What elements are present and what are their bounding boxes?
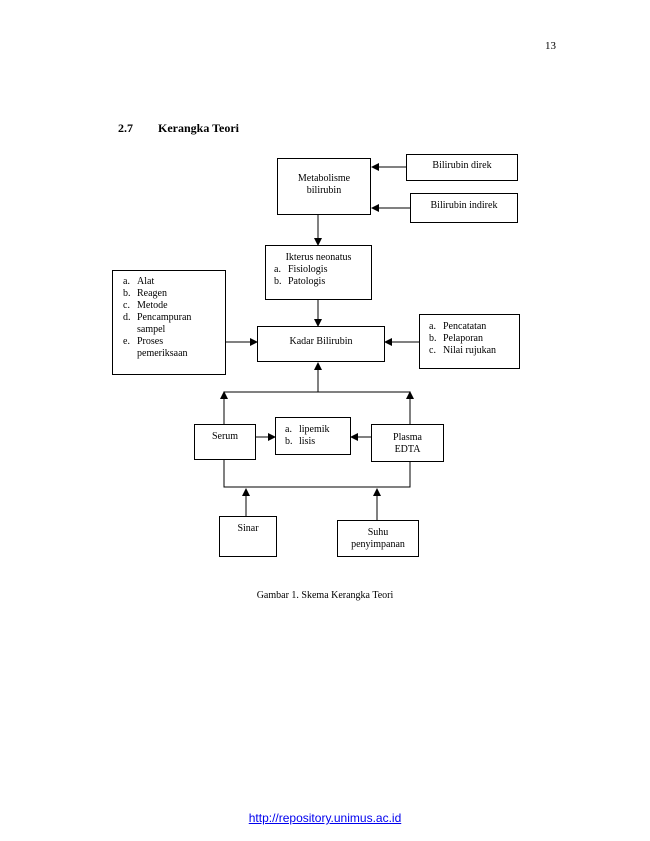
list-item: b.Reagen: [123, 288, 167, 299]
list-item: a.lipemik: [285, 424, 330, 435]
left-factors-box: a.Alat b.Reagen c.Metode d.Pencampuran s…: [112, 270, 226, 375]
bilirubin-indirek-box: Bilirubin indirek: [410, 193, 518, 223]
ikterus-neonatus-box: Ikterus neonatus a.Fisiologis b.Patologi…: [265, 245, 372, 300]
list-item: c.Metode: [123, 300, 168, 311]
bilirubin-direk-box: Bilirubin direk: [406, 154, 518, 181]
list-item: b.Pelaporan: [429, 333, 483, 344]
suhu-penyimpanan-box: Suhu penyimpanan: [337, 520, 419, 557]
right-factors-box: a.Pencatatan b.Pelaporan c.Nilai rujukan: [419, 314, 520, 369]
list-item: a.Pencatatan: [429, 321, 487, 332]
metabolisme-bilirubin-box: Metabolisme bilirubin: [277, 158, 371, 215]
plasma-edta-box: Plasma EDTA: [371, 424, 444, 462]
figure-caption: Gambar 1. Skema Kerangka Teori: [256, 590, 394, 601]
list-item: b.Patologis: [274, 276, 326, 287]
list-item: a.Fisiologis: [274, 264, 328, 275]
list-item: d.Pencampuran sampel: [123, 312, 192, 335]
list-item: e.Proses pemeriksaan: [123, 336, 188, 359]
serum-box: Serum: [194, 424, 256, 460]
kadar-bilirubin-box: Kadar Bilirubin: [257, 326, 385, 362]
sinar-box: Sinar: [219, 516, 277, 557]
lipemik-lisis-box: a.lipemik b.lisis: [275, 417, 351, 455]
list-item: a.Alat: [123, 276, 155, 287]
section-number: 2.7: [118, 121, 133, 135]
list-item: c.Nilai rujukan: [429, 345, 497, 356]
section-title: Kerangka Teori: [158, 121, 240, 135]
page-number: 13: [545, 40, 556, 52]
list-item: b.lisis: [285, 436, 316, 447]
repository-link[interactable]: http://repository.unimus.ac.id: [248, 811, 402, 825]
